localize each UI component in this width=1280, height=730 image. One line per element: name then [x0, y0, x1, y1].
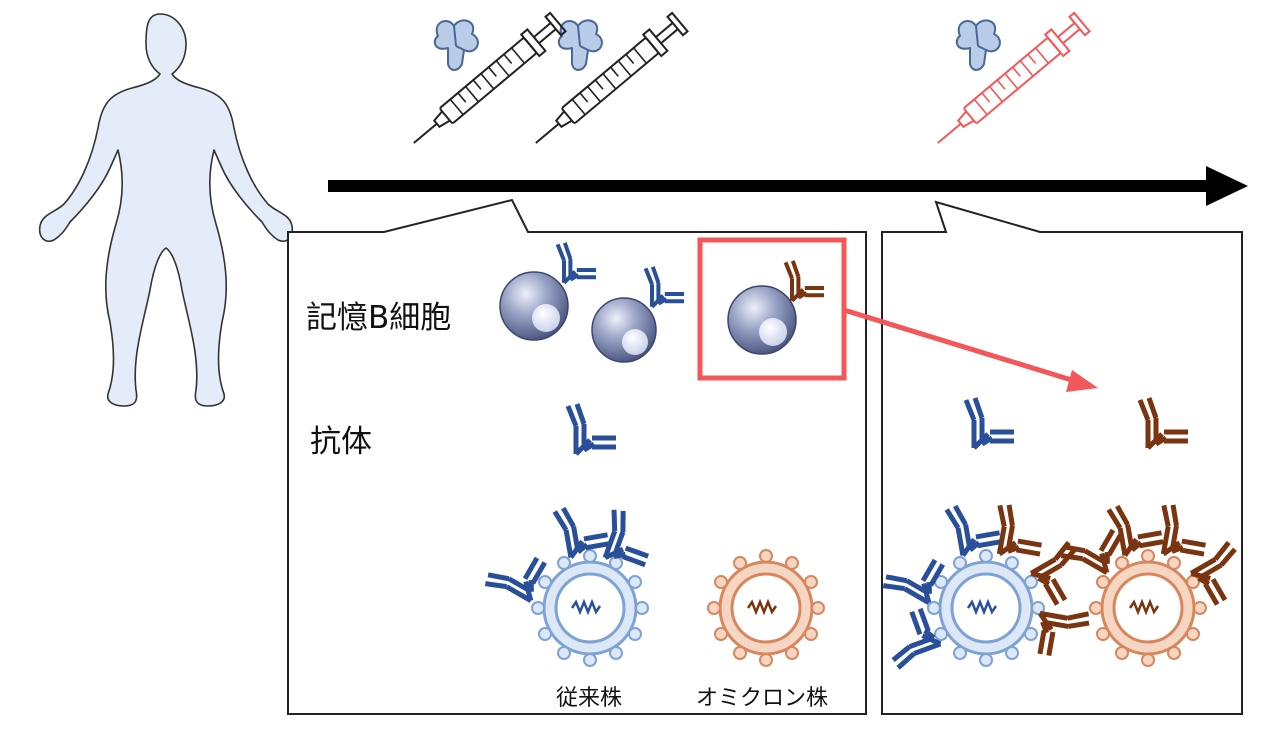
- virus-icon: [707, 549, 825, 667]
- omicron-strain-label: オミクロン株: [696, 686, 829, 711]
- human-body-icon: [38, 13, 294, 407]
- b-cell-icon: [727, 261, 824, 355]
- antibodies-label: 抗体: [310, 424, 372, 460]
- virus-icon: [531, 549, 649, 667]
- spike-protein-icon: [433, 19, 479, 72]
- spike-protein-icon: [955, 19, 1001, 72]
- spike-protein-icon: [557, 19, 603, 72]
- timeline-arrow: [328, 166, 1248, 206]
- highlight-arrow: [843, 307, 1098, 392]
- virus-icon: [927, 549, 1045, 667]
- memory-b-cells-label: 記憶B細胞: [306, 300, 452, 336]
- b-cell-icon: [591, 267, 684, 363]
- syringe-icon: [927, 10, 1092, 155]
- syringe-icon: [403, 10, 568, 155]
- conventional-strain-label: 従来株: [556, 686, 623, 711]
- b-cell-icon: [499, 243, 596, 341]
- highlight-box: [697, 237, 847, 381]
- virus-icon: [1089, 549, 1207, 667]
